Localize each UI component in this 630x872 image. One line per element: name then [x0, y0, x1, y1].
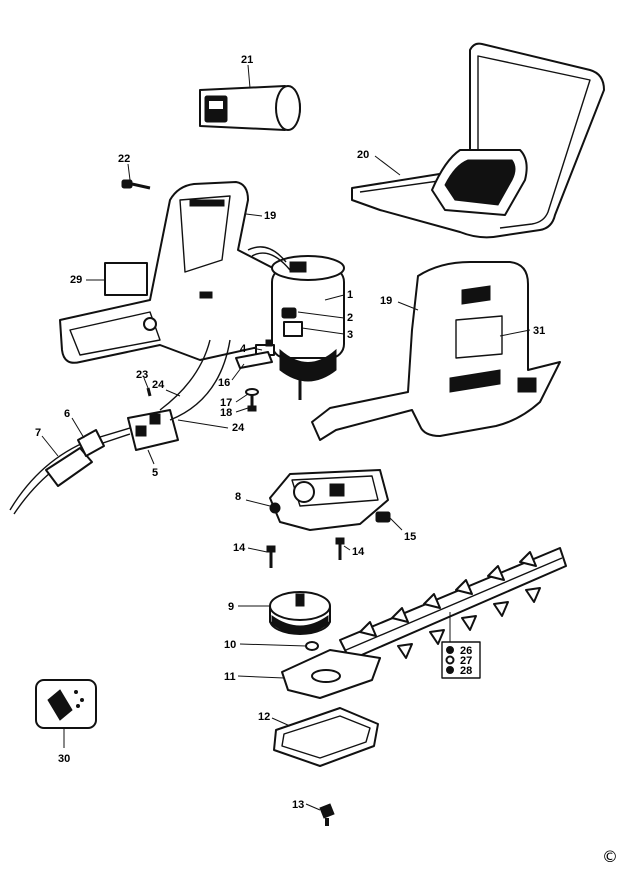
part-21-end-cap — [199, 85, 301, 131]
label-12: 12 — [258, 711, 270, 723]
label-4: 4 — [240, 343, 247, 355]
label-17: 17 — [220, 397, 232, 409]
part-19-housing-left — [59, 181, 301, 364]
part-7-power-cord — [9, 427, 131, 515]
part-14-screw-b — [335, 537, 345, 560]
label-19a: 19 — [264, 210, 276, 222]
label-16: 16 — [218, 377, 230, 389]
part-11-blade-plate — [281, 649, 381, 699]
part-29-label — [104, 262, 148, 296]
label-13: 13 — [292, 799, 304, 811]
label-3: 3 — [347, 329, 353, 341]
part-13-screw — [319, 803, 335, 826]
label-19b: 19 — [380, 295, 392, 307]
part-28-nut — [446, 666, 454, 674]
part-8-gear-housing — [269, 469, 389, 531]
label-31: 31 — [533, 325, 545, 337]
label-21: 21 — [241, 54, 253, 66]
label-27: 27 — [460, 655, 472, 667]
part-number-labels: 21 20 22 19 29 1 19 2 31 3 4 23 24 16 17… — [35, 54, 618, 866]
fastener-set-box — [441, 641, 481, 679]
leader-lines — [41, 64, 531, 811]
part-15-block — [375, 511, 391, 523]
label-8: 8 — [235, 491, 241, 503]
label-26: 26 — [460, 645, 472, 657]
label-28: 28 — [460, 665, 472, 677]
label-24b: 24 — [232, 422, 245, 434]
part-14-screw-a — [266, 545, 276, 568]
part-6-cord-guard — [77, 429, 105, 457]
part-30-lubricant-pack — [35, 679, 97, 729]
label-30: 30 — [58, 753, 70, 765]
part-5-switch — [127, 339, 231, 451]
part-18-screw — [247, 394, 257, 412]
label-11: 11 — [224, 671, 236, 683]
label-14a: 14 — [233, 542, 246, 554]
part-22-screw — [121, 179, 151, 190]
part-3-brush-holder — [283, 321, 303, 337]
label-29: 29 — [70, 274, 82, 286]
copyright-mark: © — [602, 847, 618, 866]
label-14b: 14 — [352, 546, 365, 558]
label-18: 18 — [220, 407, 232, 419]
part-23-screw — [146, 387, 152, 397]
part-27-washer — [445, 655, 455, 665]
label-24a: 24 — [152, 379, 165, 391]
part-26-screw — [446, 646, 454, 654]
part-2-brush — [281, 307, 297, 319]
label-10: 10 — [224, 639, 236, 651]
label-2: 2 — [347, 312, 353, 324]
label-7: 7 — [35, 427, 41, 439]
label-23: 23 — [136, 369, 148, 381]
part-16-bracket — [235, 351, 273, 369]
label-22: 22 — [118, 153, 130, 165]
label-1: 1 — [347, 289, 353, 301]
label-6: 6 — [64, 408, 70, 420]
part-12-bottom-cover — [273, 707, 379, 767]
part-blade-assembly — [339, 547, 567, 673]
part-20-hand-guard — [351, 42, 605, 239]
label-20: 20 — [357, 149, 369, 161]
part-10-washer — [305, 641, 319, 651]
label-5: 5 — [152, 467, 158, 479]
label-9: 9 — [228, 601, 234, 613]
label-15: 15 — [404, 531, 416, 543]
part-19-housing-right — [311, 261, 561, 441]
part-9-gear — [269, 591, 331, 635]
